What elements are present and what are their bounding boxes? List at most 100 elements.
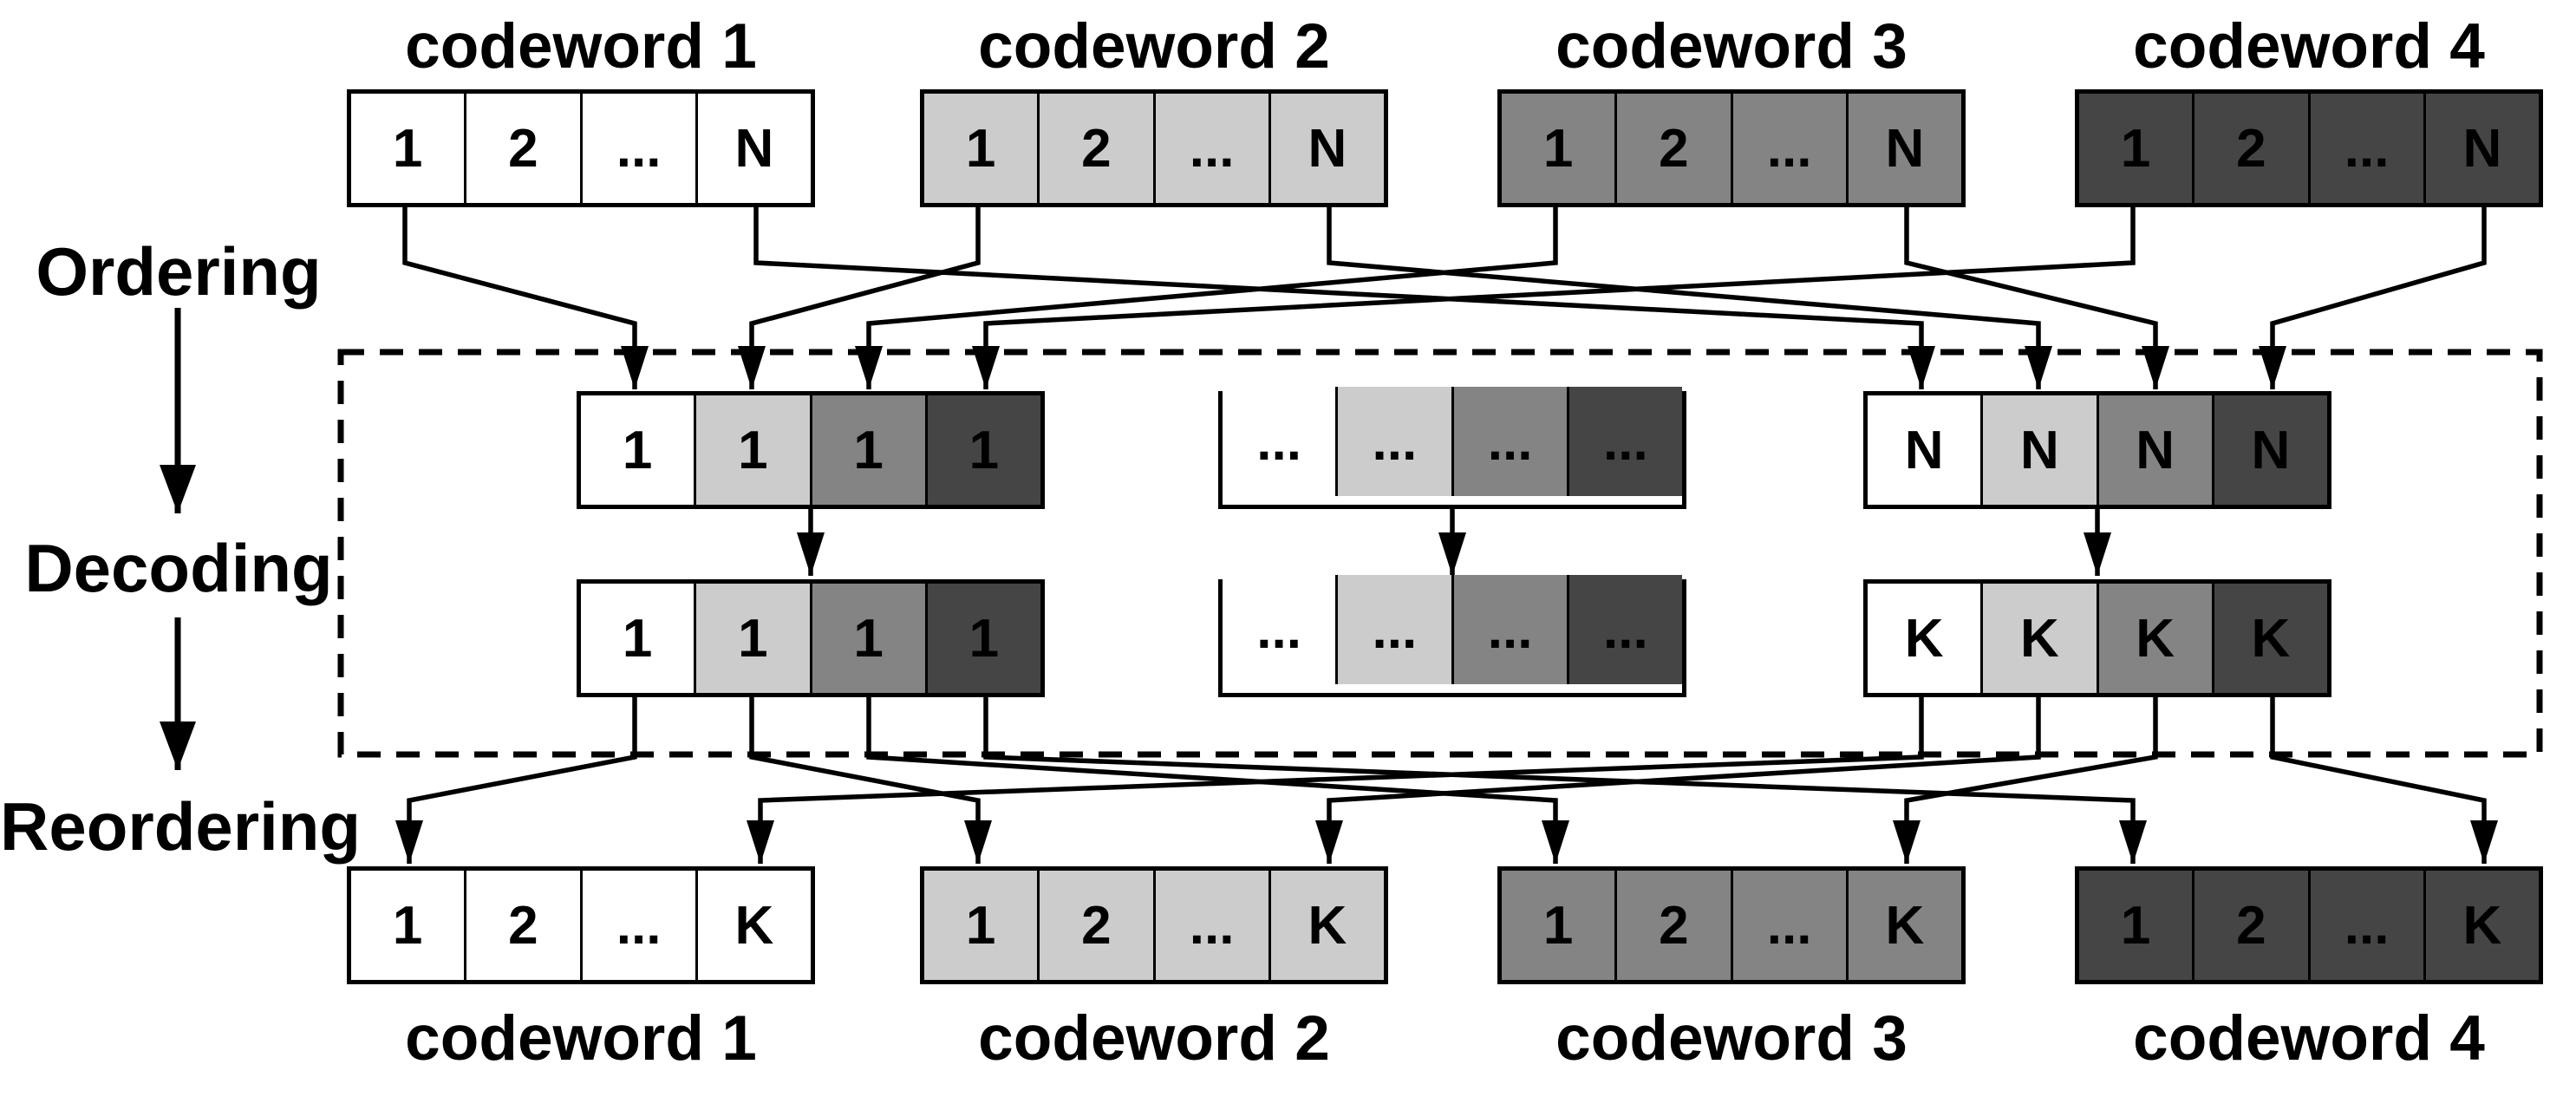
wire-out-cw1-bit1 bbox=[395, 695, 637, 864]
buffer-row1-group-1: 1 1 1 1 bbox=[577, 391, 1045, 509]
top-title-codeword-1: codeword 1 bbox=[405, 11, 757, 82]
codeword-cell: 1 bbox=[924, 871, 1038, 980]
wire-cw3-bit1 bbox=[855, 206, 1558, 389]
codeword-cell: 1 bbox=[351, 94, 465, 203]
buffer-cell: 1 bbox=[809, 584, 925, 693]
wire-out-cw4-bitK bbox=[2270, 695, 2498, 864]
buffer-cell: K bbox=[1868, 584, 1981, 693]
buffer-cell: K bbox=[2096, 584, 2212, 693]
codeword-cell: N bbox=[2423, 94, 2539, 203]
codeword-cell: 2 bbox=[1037, 871, 1153, 980]
codeword-cell: 2 bbox=[464, 94, 580, 203]
stage-label-ordering: Ordering bbox=[36, 233, 322, 310]
stage-label-reordering: Reordering bbox=[0, 788, 362, 865]
buffer-cell: ... bbox=[1451, 575, 1567, 684]
codeword-cell: N bbox=[1268, 94, 1384, 203]
bottom-title-codeword-2: codeword 2 bbox=[978, 1003, 1330, 1074]
buffer-cell: 1 bbox=[924, 584, 1040, 693]
buffer-cell: N bbox=[1980, 395, 2097, 505]
reordering-connectors bbox=[395, 695, 2498, 864]
wire-out-cw3-bit1 bbox=[866, 695, 1569, 864]
codeword-cell: 1 bbox=[1502, 94, 1615, 203]
buffer-cell: 1 bbox=[694, 395, 810, 505]
codeword-cell: 1 bbox=[924, 94, 1038, 203]
wire-out-cw3-bitK bbox=[1893, 695, 2158, 864]
codeword-cell: K bbox=[695, 871, 811, 980]
codeword-cell: 1 bbox=[2079, 871, 2193, 980]
codeword-cell: ... bbox=[2307, 94, 2423, 203]
codeword-cell: K bbox=[2423, 871, 2539, 980]
wire-cw1-bitN bbox=[753, 206, 1935, 389]
bottom-codeword-1-box: 1 2 ... K bbox=[347, 866, 815, 984]
buffer-cell: N bbox=[1868, 395, 1981, 505]
buffer-cell: ... bbox=[1451, 387, 1567, 496]
wire-cw4-bit1 bbox=[972, 206, 2136, 389]
wire-cw2-bit1 bbox=[738, 206, 981, 389]
buffer-row1-group-ellipsis: ... ... ... ... bbox=[1218, 387, 1686, 509]
codeword-cell: 2 bbox=[464, 871, 580, 980]
codeword-cell: 2 bbox=[1037, 94, 1153, 203]
bottom-codeword-3-box: 1 2 ... K bbox=[1497, 866, 1966, 984]
wire-cw3-bitN bbox=[1904, 206, 2169, 389]
buffer-cell: K bbox=[2211, 584, 2327, 693]
top-codeword-1-box: 1 2 ... N bbox=[347, 89, 815, 207]
decoding-arrows bbox=[797, 507, 2111, 576]
buffer-cell: ... bbox=[1335, 387, 1451, 496]
bottom-codeword-4-box: 1 2 ... K bbox=[2075, 866, 2543, 984]
codeword-cell: ... bbox=[1730, 871, 1846, 980]
codeword-cell: K bbox=[1845, 871, 1961, 980]
codeword-cell: 1 bbox=[351, 871, 465, 980]
buffer-cell: ... bbox=[1566, 575, 1682, 684]
buffer-cell: 1 bbox=[581, 584, 695, 693]
buffer-cell: K bbox=[1980, 584, 2097, 693]
top-codeword-3-box: 1 2 ... N bbox=[1497, 89, 1966, 207]
buffer-cell: N bbox=[2096, 395, 2212, 505]
codeword-cell: K bbox=[1268, 871, 1384, 980]
buffer-row2-group-K: K K K K bbox=[1863, 579, 2331, 697]
buffer-cell: ... bbox=[1335, 575, 1451, 684]
top-codeword-4-box: 1 2 ... N bbox=[2075, 89, 2543, 207]
codeword-cell: 1 bbox=[2079, 94, 2193, 203]
buffer-cell: 1 bbox=[581, 395, 695, 505]
buffer-cell: ... bbox=[1223, 387, 1336, 496]
buffer-cell: 1 bbox=[924, 395, 1040, 505]
wire-out-cw2-bit1 bbox=[749, 695, 992, 864]
codeword-cell: 2 bbox=[1614, 871, 1731, 980]
codeword-cell: 1 bbox=[1502, 871, 1615, 980]
buffer-row2-group-1: 1 1 1 1 bbox=[577, 579, 1045, 697]
wire-out-cw2-bitK bbox=[1315, 695, 2041, 864]
codeword-cell: ... bbox=[1152, 871, 1268, 980]
codeword-cell: N bbox=[1845, 94, 1961, 203]
top-title-codeword-2: codeword 2 bbox=[978, 11, 1330, 82]
codeword-cell: 2 bbox=[2192, 871, 2308, 980]
buffer-cell: ... bbox=[1223, 575, 1336, 684]
bottom-title-codeword-4: codeword 4 bbox=[2133, 1003, 2485, 1074]
buffer-cell: ... bbox=[1566, 387, 1682, 496]
buffer-cell: 1 bbox=[809, 395, 925, 505]
codeword-cell: N bbox=[695, 94, 811, 203]
wire-cw4-bitN bbox=[2259, 206, 2487, 389]
top-title-codeword-3: codeword 3 bbox=[1555, 11, 1908, 82]
codeword-cell: ... bbox=[1730, 94, 1846, 203]
buffer-row2-group-ellipsis: ... ... ... ... bbox=[1218, 575, 1686, 697]
stage-label-decoding: Decoding bbox=[24, 530, 333, 606]
buffer-row1-group-N: N N N N bbox=[1863, 391, 2331, 509]
codeword-cell: ... bbox=[579, 871, 695, 980]
bottom-title-codeword-3: codeword 3 bbox=[1555, 1003, 1908, 1074]
bottom-title-codeword-1: codeword 1 bbox=[405, 1003, 757, 1074]
ordering-connectors bbox=[402, 206, 2487, 389]
wire-cw2-bitN bbox=[1327, 206, 2052, 389]
codeword-cell: ... bbox=[579, 94, 695, 203]
codeword-cell: ... bbox=[1152, 94, 1268, 203]
wire-out-cw1-bitK bbox=[747, 695, 1924, 864]
codeword-cell: 2 bbox=[1614, 94, 1731, 203]
codeword-cell: ... bbox=[2307, 871, 2423, 980]
buffer-cell: N bbox=[2211, 395, 2327, 505]
buffer-cell: 1 bbox=[694, 584, 810, 693]
bottom-codeword-2-box: 1 2 ... K bbox=[920, 866, 1388, 984]
top-codeword-2-box: 1 2 ... N bbox=[920, 89, 1388, 207]
top-title-codeword-4: codeword 4 bbox=[2133, 11, 2485, 82]
codeword-cell: 2 bbox=[2192, 94, 2308, 203]
wire-out-cw4-bit1 bbox=[983, 695, 2147, 864]
